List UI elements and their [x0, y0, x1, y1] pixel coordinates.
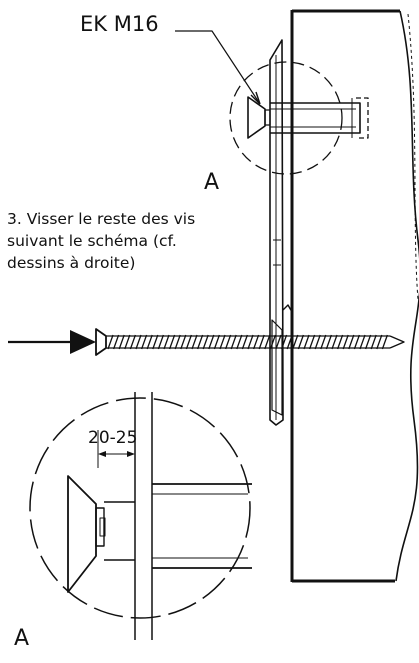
insertion-arrow-icon	[70, 330, 96, 354]
screw-thread	[107, 334, 389, 350]
detail-label-bottom: A	[14, 626, 30, 651]
detail-label-top: A	[204, 170, 220, 195]
instruction-line: 3. Visser le reste des vis	[7, 210, 196, 228]
part-callout-label: EK M16	[80, 12, 159, 36]
instruction-line: suivant le schéma (cf.	[7, 232, 177, 250]
detail-a-enlarged	[29, 392, 252, 640]
ek-m16-fastener-top	[175, 30, 369, 175]
instruction-line: dessins à droite)	[7, 254, 136, 272]
mounting-plate	[269, 39, 293, 426]
cabinet-panel	[290, 9, 419, 583]
dimension-label: 20-25	[88, 428, 138, 448]
wood-screw	[8, 328, 405, 356]
instruction-text: 3. Visser le reste des vis suivant le sc…	[7, 208, 195, 274]
